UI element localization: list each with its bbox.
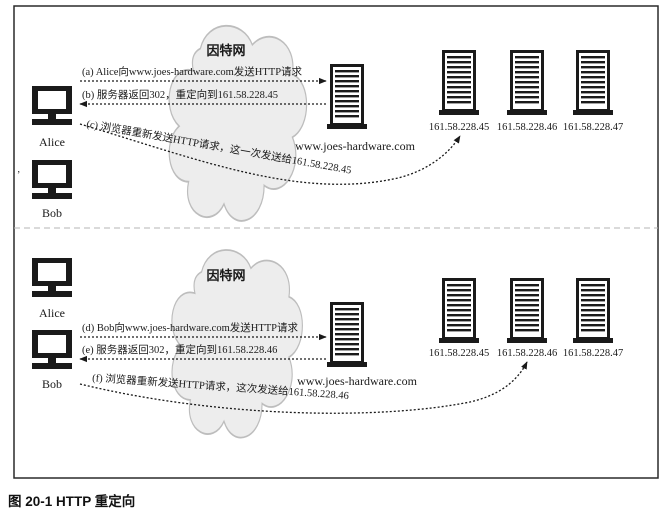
ip-label-46-bottom: 161.58.228.46	[497, 348, 557, 359]
ip-label-47-top: 161.58.228.47	[563, 122, 623, 133]
bottom-panel: 因特网 Alice Bob www.joes-hardware.com 161.…	[32, 249, 623, 439]
step-d-label: (d) Bob向www.joes-hardware.com发送HTTP请求	[82, 321, 298, 334]
ip-label-46-top: 161.58.228.46	[497, 122, 557, 133]
stray-mark: ʼ	[17, 170, 20, 181]
bob-label-top: Bob	[42, 206, 62, 220]
server-label-bottom: www.joes-hardware.com	[297, 374, 418, 388]
top-panel: 因特网 Alice Bob www.joes-hardware.com 161.…	[17, 24, 623, 222]
figure-caption: 图 20-1 HTTP 重定向	[8, 493, 135, 509]
alice-label-bottom: Alice	[39, 306, 65, 320]
backend-server-icon-46-bottom	[507, 278, 547, 343]
server-rack-icon-bottom	[327, 302, 367, 367]
ip-label-45-bottom: 161.58.228.45	[429, 348, 489, 359]
backend-server-icon-46-top	[507, 50, 547, 115]
ip-label-47-bottom: 161.58.228.47	[563, 348, 623, 359]
figure-frame	[13, 5, 659, 479]
backend-server-icon-45-top	[439, 50, 479, 115]
backend-server-icon-47-top	[573, 50, 613, 115]
backend-server-icon-45-bottom	[439, 278, 479, 343]
cloud-label-top: 因特网	[206, 43, 245, 58]
step-e-label: (e) 服务器返回302，重定向到161.58.228.46	[82, 343, 277, 356]
alice-computer-icon-top	[32, 86, 72, 125]
step-b-label: (b) 服务器返回302，重定向到161.58.228.45	[82, 88, 278, 101]
backend-server-icon-47-bottom	[573, 278, 613, 343]
arrow-f	[79, 361, 528, 414]
bob-computer-icon-bottom	[32, 330, 72, 369]
step-a-label: (a) Alice向www.joes-hardware.com发送HTTP请求	[82, 65, 303, 78]
alice-label-top: Alice	[39, 135, 65, 149]
server-label-top: www.joes-hardware.com	[295, 139, 416, 153]
alice-computer-icon-bottom	[32, 258, 72, 297]
ip-label-45-top: 161.58.228.45	[429, 122, 489, 133]
bob-computer-icon-top	[32, 160, 72, 199]
bob-label-bottom: Bob	[42, 377, 62, 391]
cloud-label-bottom: 因特网	[206, 268, 245, 283]
server-rack-icon-top	[327, 64, 367, 129]
